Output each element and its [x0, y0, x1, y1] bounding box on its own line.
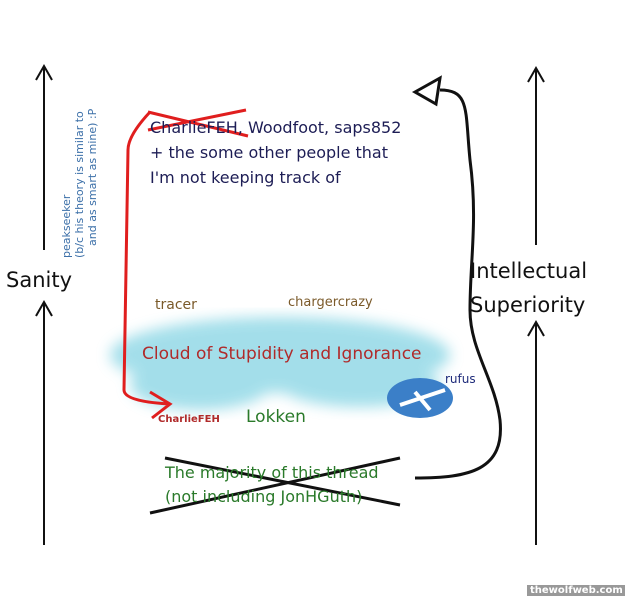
peakseeker-note1: (b/c his theory is similar to [73, 111, 86, 258]
names-line3: I'm not keeping track of [150, 168, 341, 187]
promotion-curve [414, 88, 502, 480]
peakseeker-note2: and as smart as mine) :P [86, 108, 99, 246]
majority-line1: The majority of this thread [165, 463, 379, 482]
majority-line2: (not including JonHGuth) [165, 487, 363, 506]
red-cross [147, 108, 249, 138]
majority-label: The majority of this thread (not includi… [165, 461, 379, 509]
sanity-arrow-up [35, 63, 53, 250]
intellect-arrow-up [527, 65, 545, 245]
peakseeker-note: peakseeker (b/c his theory is similar to… [60, 109, 99, 258]
superiority-line: Superiority [470, 293, 586, 317]
red-demotion-arrow [122, 110, 173, 420]
watermark: thewolfweb.com [527, 585, 625, 596]
intellect-arrow-lower [527, 319, 545, 545]
sanity-arrow-lower [35, 299, 53, 545]
chargercrazy-label: chargercrazy [288, 295, 373, 310]
lokken-label: Lokken [246, 407, 306, 427]
names-rest: , Woodfoot, saps852 [237, 118, 402, 137]
triangle-arrowhead [411, 75, 442, 107]
charliefeh-label: CharlieFEH [158, 414, 220, 425]
names-line2: + the some other people that [150, 143, 388, 162]
top-group-names: CharlieFEH, Woodfoot, saps852 + the some… [150, 115, 401, 190]
cloud-label: Cloud of Stupidity and Ignorance [142, 344, 422, 364]
sanity-label: Sanity [6, 268, 73, 292]
intellectual-line: Intellectual [470, 259, 588, 283]
peakseeker-name: peakseeker [60, 194, 73, 258]
crossed-name: CharlieFEH [150, 118, 238, 137]
rufus-label: rufus [445, 372, 476, 386]
black-cross [149, 456, 401, 515]
cloud-shape [110, 317, 450, 410]
tracer-label: tracer [155, 297, 197, 313]
intellectual-superiority-label: Intellectual Superiority [470, 254, 587, 322]
